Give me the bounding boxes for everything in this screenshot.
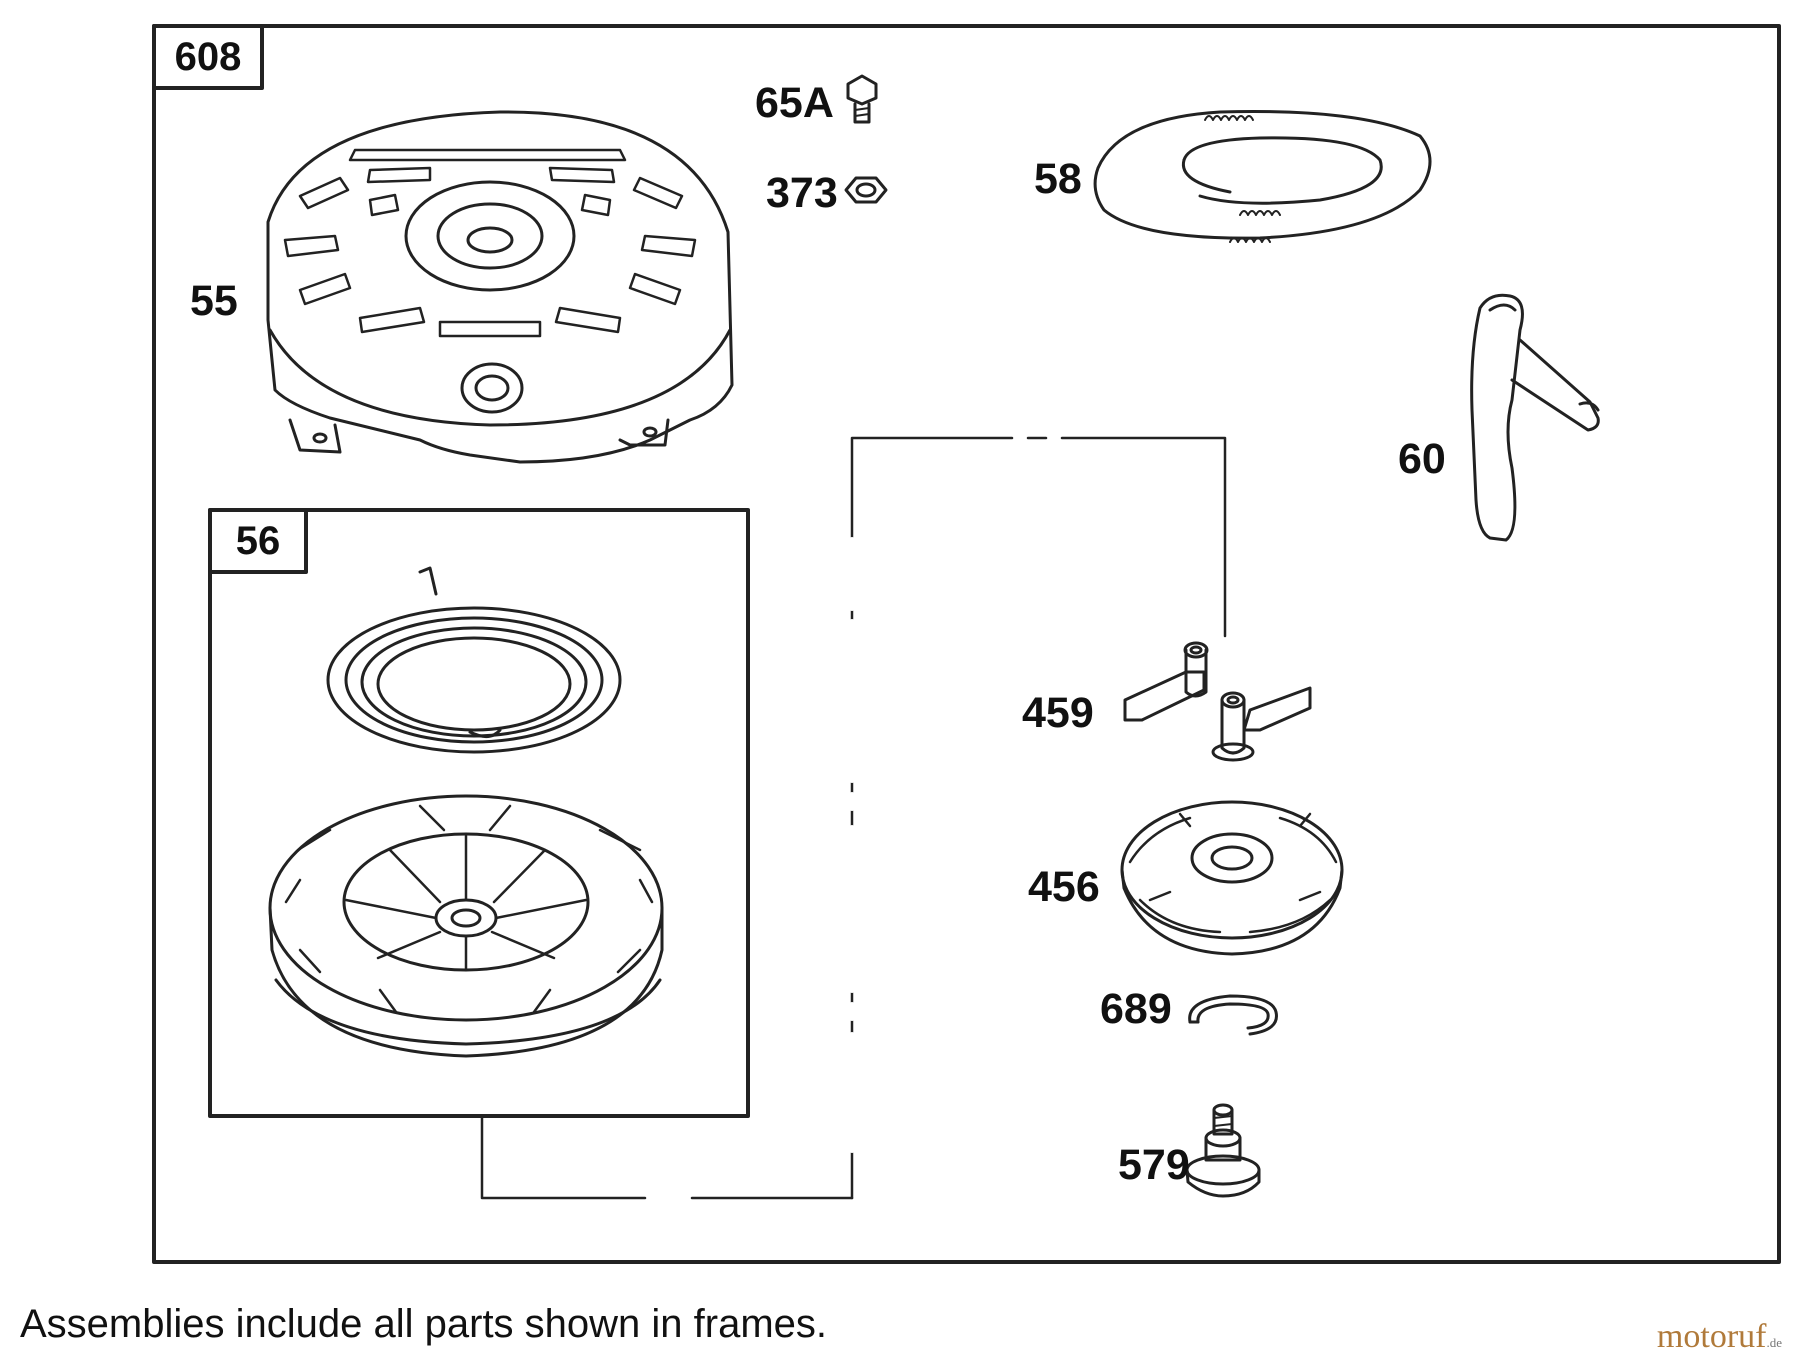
callout-456: 456 [1028,863,1100,911]
callout-459: 459 [1022,689,1094,737]
watermark-main: motoruf [1656,1318,1767,1355]
part-459-dogs [1123,641,1312,762]
part-56-spring [326,566,622,754]
frame-label-608: 608 [174,35,242,79]
callout-60: 60 [1398,435,1446,483]
callout-689: 689 [1100,985,1172,1033]
leader-lines [480,436,1227,1200]
outer-frame-label-box [152,24,264,90]
callout-58: 58 [1034,155,1082,203]
inner-frame-label-box [208,508,308,574]
part-689-retainer-ring [1188,994,1278,1036]
part-373-nut [844,176,888,204]
inner-frame [208,508,750,1118]
watermark-logo: motoruf.de [1657,1318,1782,1356]
callout-373: 373 [766,169,838,217]
assembly-note: Assemblies include all parts shown in fr… [20,1302,828,1346]
frame-label-56: 56 [235,519,281,563]
outer-frame [152,24,1781,1264]
watermark-suffix: .de [1766,1335,1782,1350]
part-58-rope [1093,110,1432,243]
part-55-blower-housing [266,110,734,464]
part-65a-bolt [846,74,878,124]
part-60-handle [1470,293,1600,542]
callout-579: 579 [1118,1141,1190,1189]
callout-65a: 65A [755,79,834,127]
part-56-pulley [268,794,664,1058]
part-579-screw [1185,1103,1261,1198]
part-456-ratchet [1120,800,1344,956]
callout-55: 55 [190,277,238,325]
